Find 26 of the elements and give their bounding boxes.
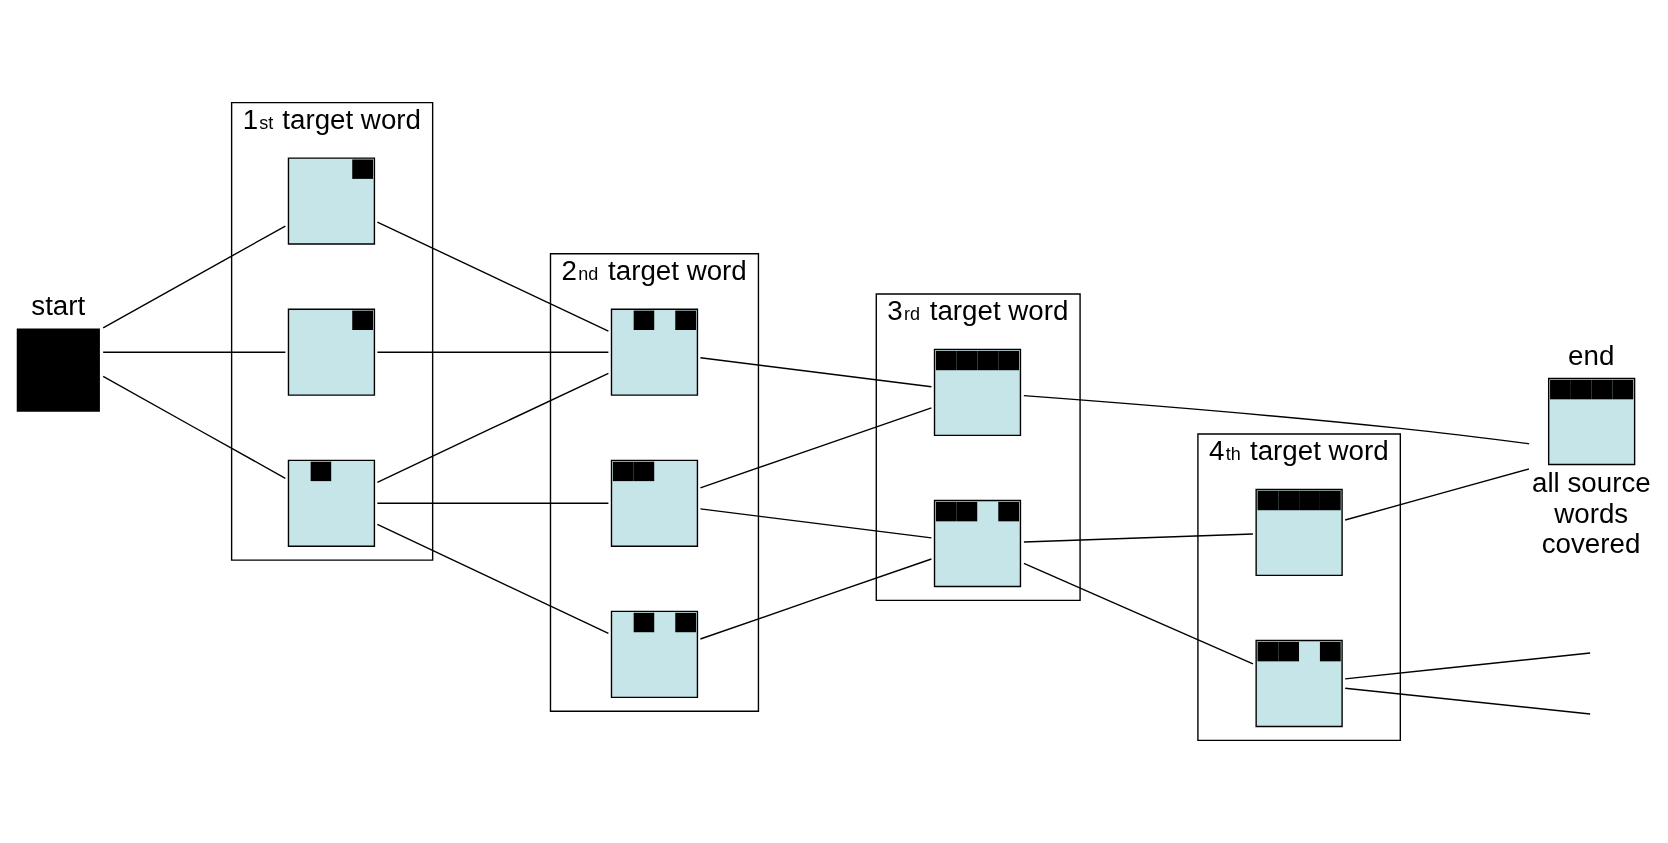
node-box <box>16 328 100 412</box>
connector <box>1344 652 1591 680</box>
node-label: end <box>1568 339 1615 371</box>
connector <box>1344 687 1591 715</box>
connector <box>102 225 287 329</box>
cluster: 1st target word <box>230 101 434 561</box>
connector <box>102 351 287 353</box>
cluster: 4th target word <box>1197 433 1402 742</box>
cluster: 2nd target word <box>549 253 760 712</box>
connector <box>376 221 610 332</box>
connector <box>376 502 610 504</box>
connector <box>376 372 610 483</box>
connector <box>376 351 610 353</box>
connector <box>1023 562 1254 665</box>
connector <box>1023 533 1254 543</box>
connector <box>1344 468 1530 521</box>
node-label: all source words covered <box>1532 467 1651 560</box>
connector <box>699 357 933 388</box>
connector <box>376 523 610 635</box>
connector <box>699 508 933 539</box>
node-label: start <box>31 289 86 321</box>
cluster: 3rd target word <box>875 293 1081 602</box>
connector <box>699 407 933 489</box>
connector <box>699 558 933 640</box>
connector <box>102 375 287 480</box>
connector <box>1023 394 1530 445</box>
